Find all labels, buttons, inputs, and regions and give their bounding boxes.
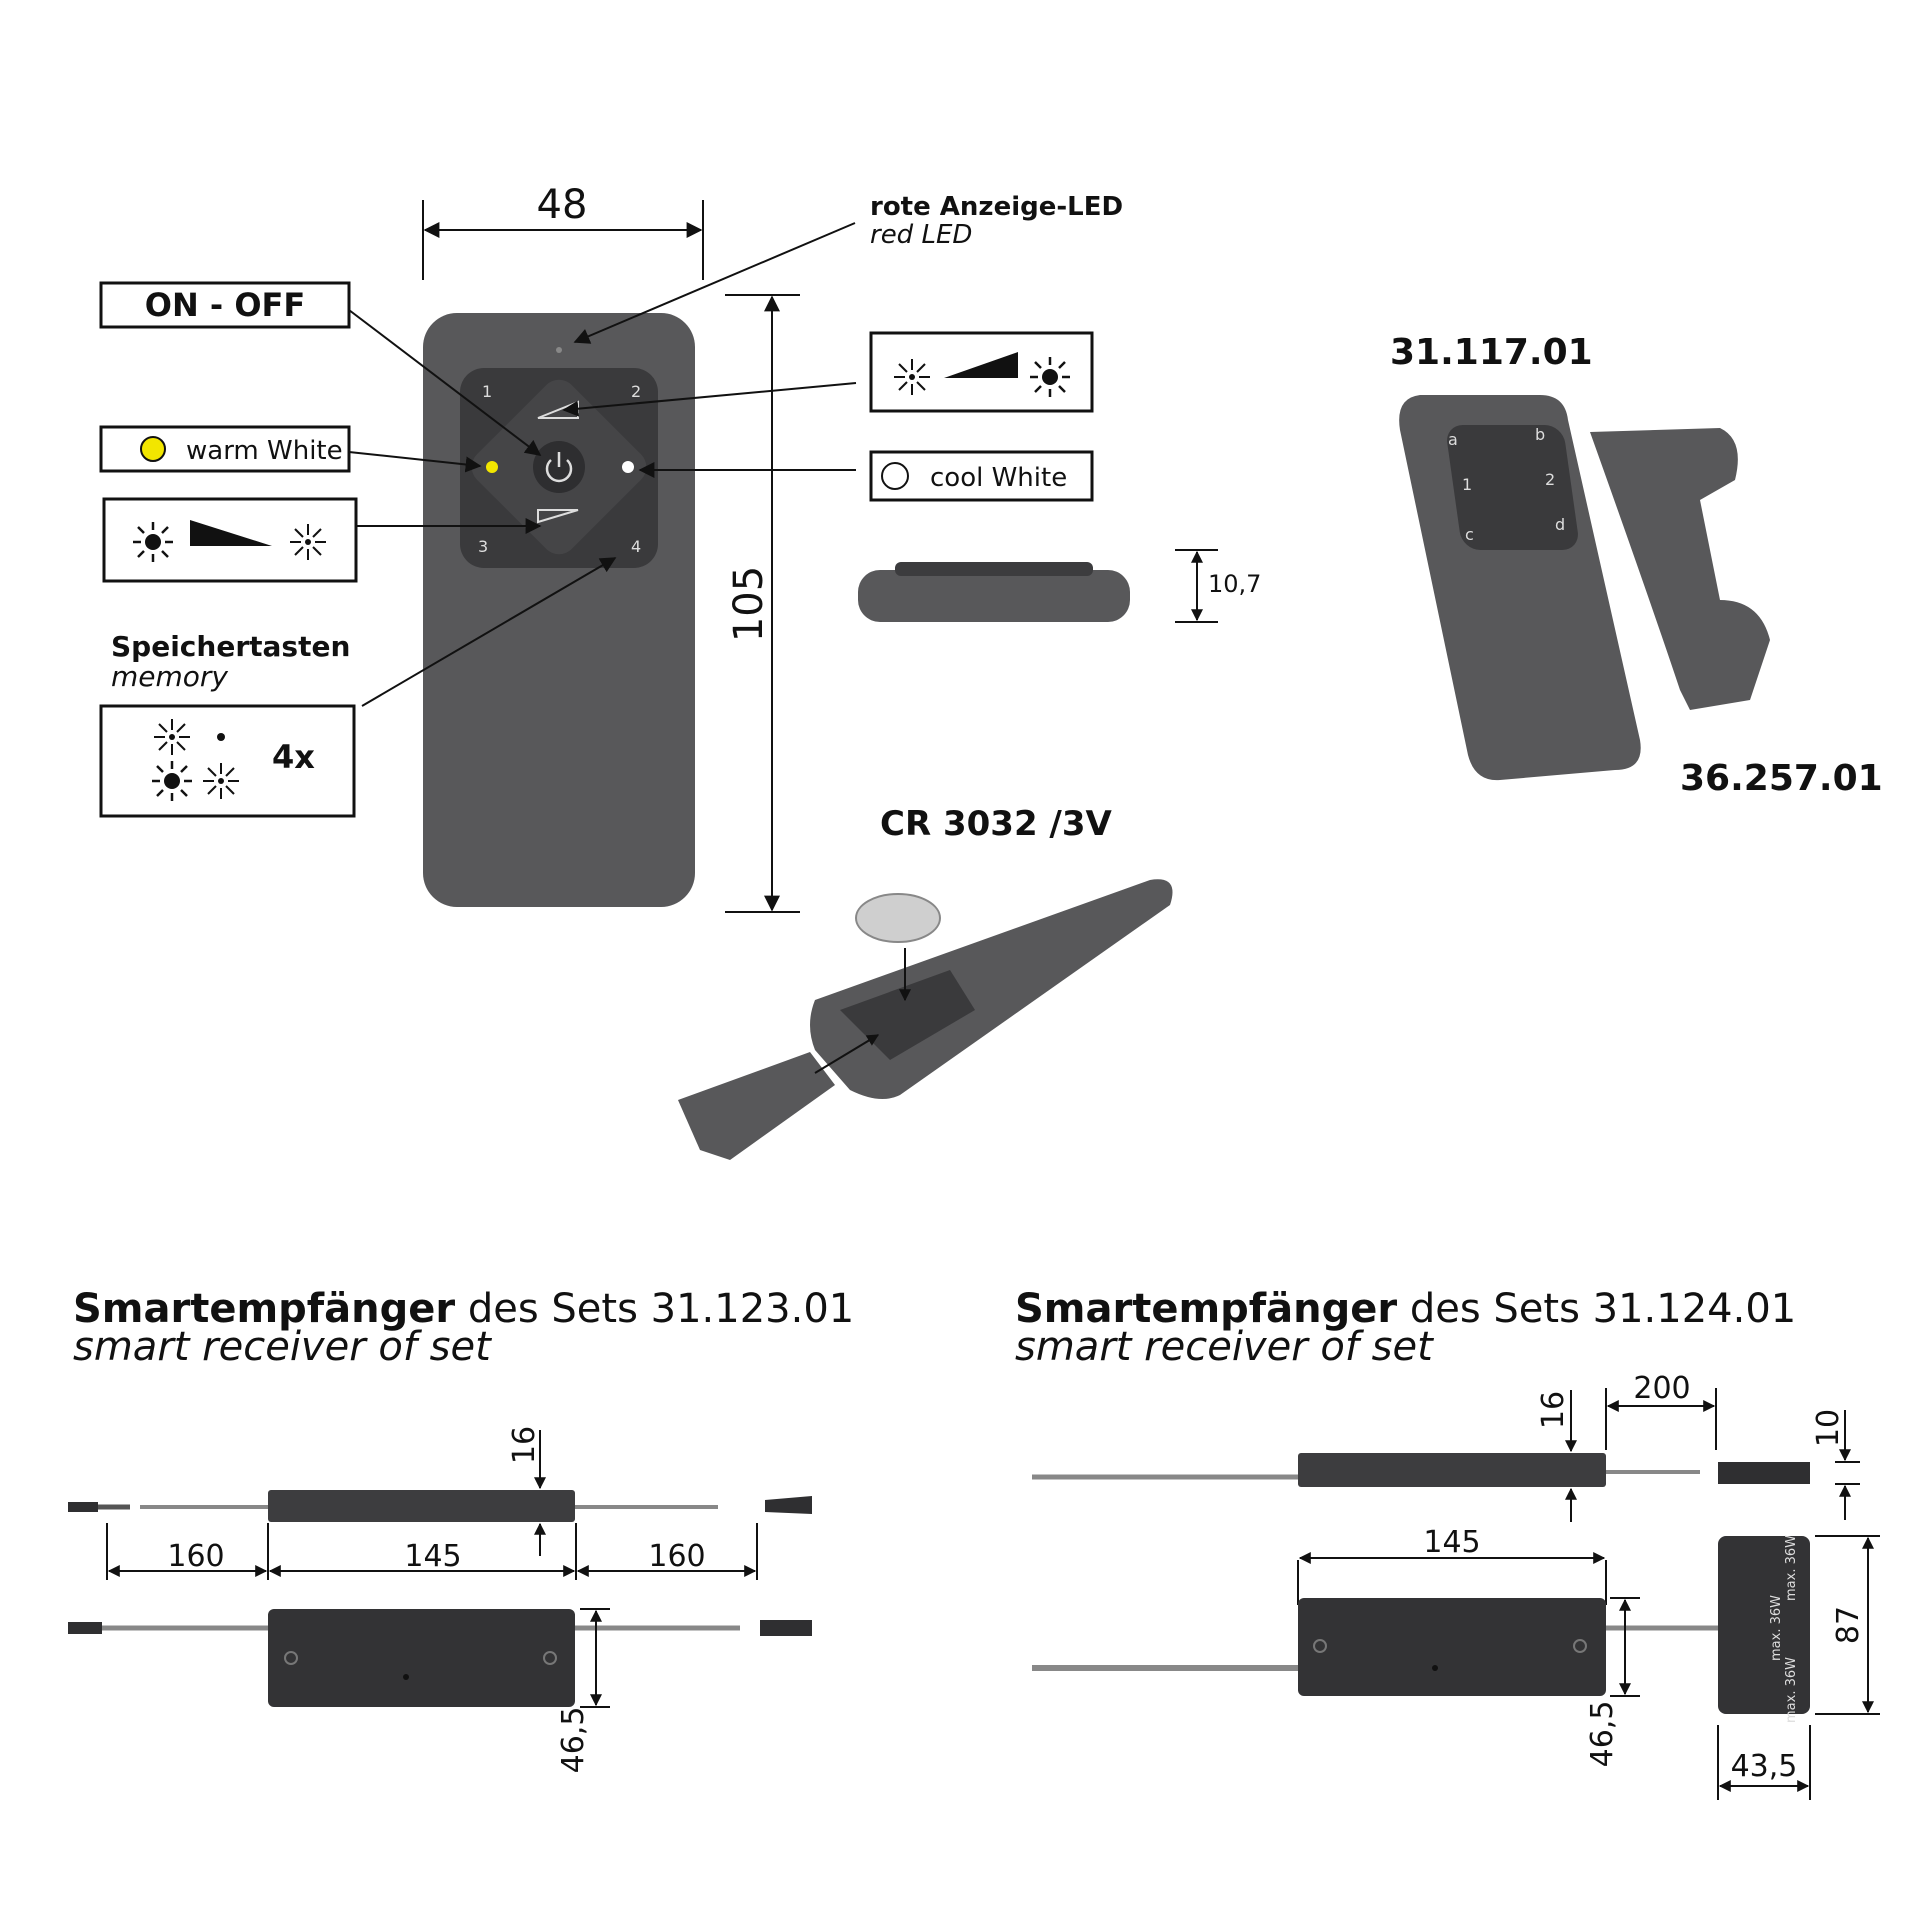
receiver-left: Smartempfänger des Sets 31.123.01 smart … — [68, 1286, 854, 1773]
receiver-right-depth-label: 46,5 — [1585, 1701, 1620, 1768]
coin-cell-battery — [855, 893, 941, 943]
warm-white-key-dot — [486, 461, 498, 473]
width-dimension: 48 — [422, 182, 704, 280]
red-led-callout: rote Anzeige-LED red LED — [573, 192, 1123, 344]
memory-sun-bright-icon — [150, 759, 194, 803]
receiver-right-subtitle: smart receiver of set — [1015, 1324, 1434, 1370]
receiver-left-body-length-label: 145 — [404, 1539, 461, 1574]
brightness-down-key-icon — [537, 509, 579, 524]
receiver-left-title: Smartempfänger des Sets 31.123.01 — [73, 1286, 854, 1332]
ramp-down-icon — [190, 520, 272, 546]
distributor-length-label: 87 — [1831, 1606, 1866, 1644]
battery-view: CR 3032 /3V — [678, 804, 1173, 1160]
memory-sun-icon — [153, 718, 191, 756]
remote-key-letter-c: c — [1465, 525, 1474, 544]
receiver-right-title-rest: des Sets 31.124.01 — [1397, 1286, 1796, 1332]
receiver-right-height-label: 16 — [1536, 1391, 1571, 1429]
receiver-left-title-bold: Smartempfänger — [73, 1286, 455, 1332]
on-off-label: ON - OFF — [145, 286, 305, 324]
remote-key-letter-a: a — [1448, 430, 1458, 449]
dim-down-callout — [102, 497, 542, 583]
receiver-right-top-body — [1298, 1598, 1606, 1696]
memory-label-en: memory — [111, 660, 228, 693]
cool-white-label: cool White — [930, 463, 1067, 493]
thickness-dimension-label: 10,7 — [1208, 570, 1261, 598]
receiver-right-cable-label: 200 — [1633, 1371, 1690, 1406]
power-icon — [545, 452, 573, 483]
key-number-3: 3 — [478, 537, 488, 556]
receiver-right-plug-label: 10 — [1811, 1409, 1846, 1447]
receiver-left-top-body — [268, 1609, 575, 1707]
height-dimension: 105 — [725, 294, 800, 913]
memory-count-label: 4x — [272, 738, 315, 776]
receiver-right: Smartempfänger des Sets 31.124.01 smart … — [1015, 1286, 1880, 1800]
key-number-2: 2 — [631, 382, 641, 401]
remote-key-letter-d: d — [1555, 515, 1565, 534]
memory-sun-dim-icon — [202, 762, 240, 800]
memory-dot-icon — [217, 733, 225, 741]
wall-holder — [1590, 428, 1770, 710]
warm-white-dot-icon — [140, 436, 166, 462]
memory-label-de: Speichertasten — [111, 630, 350, 663]
remote-product-number: 31.117.01 — [1390, 332, 1593, 373]
cool-white-dot-icon — [881, 462, 909, 490]
height-dimension-label: 105 — [726, 566, 772, 642]
sun-bright-icon — [131, 520, 175, 564]
red-led-label-en: red LED — [870, 220, 972, 250]
product-perspective: 31.117.01 a b c d 1 2 36.257.01 — [1390, 332, 1883, 799]
cool-white-callout: cool White — [638, 450, 1094, 502]
receiver-left-subtitle: smart receiver of set — [73, 1324, 492, 1370]
on-off-callout: ON - OFF — [99, 281, 542, 456]
receiver-left-side-body — [268, 1490, 575, 1522]
receiver-right-title-bold: Smartempfänger — [1015, 1286, 1397, 1332]
receiver-left-height-label: 16 — [507, 1426, 542, 1464]
holder-product-number: 36.257.01 — [1680, 758, 1883, 799]
red-led — [556, 347, 562, 353]
sun-dim-icon — [289, 523, 327, 561]
key-number-1: 1 — [482, 382, 492, 401]
remote-key-number-1: 1 — [1462, 475, 1472, 494]
receiver-right-body-length-label: 145 — [1423, 1525, 1480, 1560]
ramp-up-icon — [944, 352, 1018, 378]
receiver-right-title: Smartempfänger des Sets 31.124.01 — [1015, 1286, 1796, 1332]
battery-cover — [678, 1052, 835, 1160]
remote-key-letter-b: b — [1535, 425, 1545, 444]
receiver-left-depth-label: 46,5 — [556, 1707, 591, 1774]
width-dimension-label: 48 — [537, 182, 588, 228]
key-number-4: 4 — [631, 537, 641, 556]
battery-label: CR 3032 /3V — [880, 804, 1113, 844]
dim-up-callout — [562, 331, 1094, 417]
remote-side-view: 10,7 — [858, 549, 1261, 623]
distributor-label-2: max. 36W — [1769, 1595, 1784, 1661]
distributor-label-3: max. 36W — [1784, 1657, 1799, 1723]
receiver-right-side-body — [1298, 1453, 1606, 1487]
receiver-left-cable-right-label: 160 — [648, 1539, 705, 1574]
red-led-label-de: rote Anzeige-LED — [870, 192, 1123, 222]
distributor-body — [1718, 1536, 1810, 1714]
remote-front-view: 1 2 3 4 — [423, 313, 695, 907]
receiver-left-cable-left-label: 160 — [167, 1539, 224, 1574]
dim-up-sun-dim-icon — [893, 358, 931, 396]
memory-callout: Speichertasten memory 4x — [99, 557, 617, 818]
distributor-label-1: max. 36W — [1784, 1535, 1799, 1601]
receiver-left-title-rest: des Sets 31.123.01 — [455, 1286, 854, 1332]
warm-white-label: warm White — [186, 436, 343, 466]
warm-white-callout: warm White — [99, 425, 482, 473]
dim-up-sun-bright-icon — [1028, 355, 1072, 399]
remote-key-number-2: 2 — [1545, 470, 1555, 489]
receiver-right-plug — [1718, 1462, 1810, 1484]
remote-perspective-keypad — [1447, 425, 1578, 550]
cool-white-key-dot — [622, 461, 634, 473]
distributor-width-label: 43,5 — [1731, 1749, 1798, 1784]
